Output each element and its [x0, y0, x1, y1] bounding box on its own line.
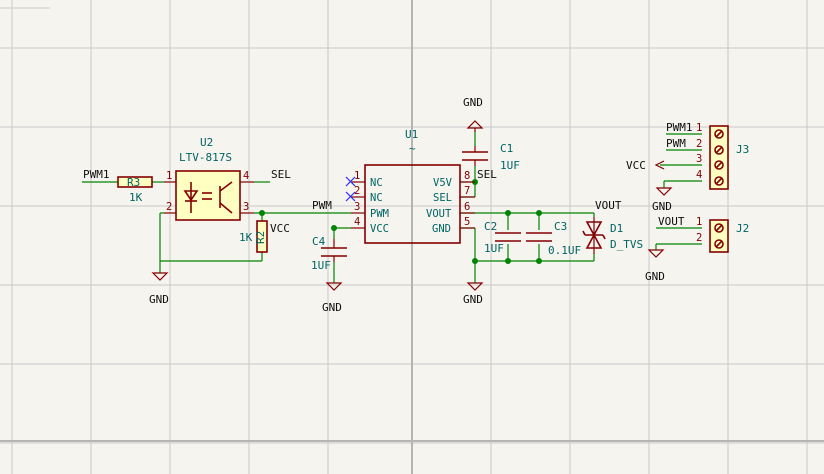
j3-pin1: 1 — [696, 122, 702, 134]
net-label-pwm1: PWM1 — [83, 168, 110, 181]
net-label-j3-pwm1: PWM1 — [666, 121, 693, 134]
u1-value: ~ — [409, 142, 416, 155]
junctions — [259, 179, 542, 264]
vcc-symbol-j3: VCC — [626, 159, 665, 172]
net-label-vcc-r2: VCC — [270, 222, 290, 235]
gnd-label-j2: GND — [645, 270, 665, 283]
resistor-r3[interactable]: R3 1K — [117, 176, 153, 204]
capacitor-c1[interactable]: C1 1UF — [462, 142, 520, 172]
connector-j3[interactable]: 1 2 3 4 J3 — [696, 122, 749, 190]
j2-pin1: 1 — [696, 216, 702, 228]
c2-ref: C2 — [484, 220, 497, 233]
u2-pin2: 2 — [166, 201, 172, 213]
u2-value: LTV-817S — [179, 151, 232, 164]
j3-pin4: 4 — [696, 169, 702, 181]
no-connect-markers — [345, 176, 356, 202]
u1-pin2-name: NC — [370, 192, 383, 204]
gnd-symbol-c1: GND — [463, 96, 484, 132]
j2-pin2: 2 — [696, 232, 702, 244]
net-label-sel-u1: SEL — [477, 168, 497, 181]
c4-ref: C4 — [312, 235, 326, 248]
optocoupler-u2[interactable]: U2 LTV-817S 1 2 3 4 — [164, 136, 254, 221]
u2-ref: U2 — [200, 136, 213, 149]
resistor-r2[interactable]: R2 1K — [239, 220, 268, 253]
u2-pin4: 4 — [243, 170, 249, 182]
u1-pin4-num: 4 — [354, 216, 360, 228]
d1-value: D_TVS — [610, 238, 643, 251]
c3-value: 0.1UF — [548, 244, 581, 257]
d1-ref: D1 — [610, 222, 623, 235]
c2-value: 1UF — [484, 242, 504, 255]
c3-ref: C3 — [554, 220, 567, 233]
j3-ref: J3 — [736, 143, 749, 156]
r3-value: 1K — [129, 191, 143, 204]
j3-pin3: 3 — [696, 153, 702, 165]
tvs-diode-d1[interactable]: D1 D_TVS — [582, 217, 643, 254]
u1-pin1-name: NC — [370, 177, 383, 189]
u1-pin8-name: V5V — [433, 177, 453, 189]
u1-pin2-num: 2 — [354, 185, 360, 197]
net-label-sel-u2: SEL — [271, 168, 291, 181]
u1-pin1-num: 1 — [354, 170, 360, 182]
j3-pin2: 2 — [696, 138, 702, 150]
net-label-j2-vout: VOUT — [658, 215, 685, 228]
gnd-label-c4: GND — [322, 301, 342, 314]
gnd-symbol-c4: GND — [322, 282, 343, 314]
connector-j2[interactable]: 1 2 J2 — [696, 216, 749, 253]
gnd-symbol-j2: GND — [645, 249, 665, 283]
gnd-label-out: GND — [463, 293, 483, 306]
u2-pin3: 3 — [243, 201, 249, 213]
u1-pin3-num: 3 — [354, 201, 360, 213]
c4-value: 1UF — [311, 259, 331, 272]
u1-pin8-num: 8 — [464, 170, 470, 182]
j2-ref: J2 — [736, 222, 749, 235]
gnd-label-c1: GND — [463, 96, 483, 109]
gnd-symbol-out: GND — [463, 282, 484, 306]
u1-ref: U1 — [405, 128, 418, 141]
u1-pin4-name: VCC — [370, 223, 389, 235]
r2-value: 1K — [239, 231, 253, 244]
u1-pin5-name: GND — [432, 223, 451, 235]
vcc-label-j3: VCC — [626, 159, 646, 172]
u1-pin7-num: 7 — [464, 185, 470, 197]
module-u1[interactable]: U1 ~ 1 2 3 4 NC NC PWM VCC 8 7 6 5 V5V S… — [351, 128, 475, 244]
u1-pin7-name: SEL — [433, 192, 452, 204]
u1-pin6-name: VOUT — [426, 208, 452, 220]
u1-pin6-num: 6 — [464, 201, 470, 213]
c1-ref: C1 — [500, 142, 513, 155]
gnd-label-j3: GND — [652, 200, 672, 213]
gnd-label-u2: GND — [149, 293, 169, 306]
gnd-symbol-u2: GND — [149, 272, 169, 306]
r2-ref: R2 — [254, 231, 267, 244]
u1-pin3-name: PWM — [370, 208, 389, 220]
net-label-pwm: PWM — [312, 199, 332, 212]
net-label-j3-pwm: PWM — [666, 137, 686, 150]
u2-pin1: 1 — [166, 170, 172, 182]
u1-pin5-num: 5 — [464, 216, 470, 228]
capacitor-c2[interactable]: C2 1UF — [484, 220, 521, 255]
capacitor-c4[interactable]: C4 1UF — [311, 235, 347, 272]
net-label-vout: VOUT — [595, 199, 622, 212]
gnd-symbol-j3: GND — [652, 187, 673, 213]
r3-ref: R3 — [127, 176, 140, 189]
capacitor-c3[interactable]: C3 0.1UF — [526, 220, 581, 257]
c1-value: 1UF — [500, 159, 520, 172]
